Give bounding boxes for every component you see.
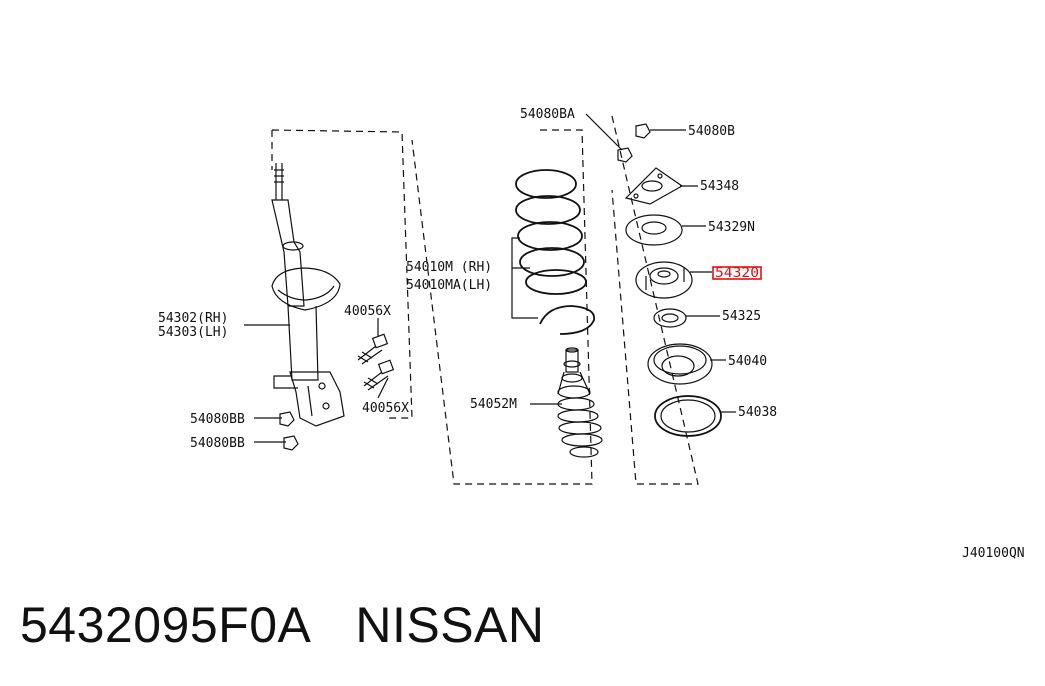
diagram-code: J40100QN xyxy=(962,546,1025,561)
label-mount-highlighted[interactable]: 54320 xyxy=(715,266,759,281)
label-nut-upper: 54080BB xyxy=(190,412,245,427)
label-strut-lh: 54303(LH) xyxy=(158,325,228,340)
label-nut-top-a: 54080BA xyxy=(520,107,575,122)
upper-insulator xyxy=(625,214,683,246)
nut-lower xyxy=(283,435,299,451)
label-spring-rh: 54010M (RH) xyxy=(406,260,492,275)
bump-stop-boot xyxy=(557,347,603,458)
brand-name: NISSAN xyxy=(355,597,545,653)
label-bolt-lower: 40056X xyxy=(362,401,409,416)
label-plate: 54348 xyxy=(700,179,739,194)
spring-group-outline xyxy=(411,129,593,485)
label-strut-rh: 54302(RH) xyxy=(158,311,228,326)
label-bumper: 54052M xyxy=(470,397,517,412)
part-number: 5432095F0A xyxy=(20,597,312,653)
label-insulator-upper: 54329N xyxy=(708,220,755,235)
seat-rubber xyxy=(654,395,722,437)
bolt-upper xyxy=(357,333,389,365)
label-nut-top-b: 54080B xyxy=(688,124,735,139)
label-seat: 54040 xyxy=(728,354,767,369)
nut-top-a xyxy=(617,147,633,163)
label-spring-lh: 54010MA(LH) xyxy=(406,278,492,293)
nut-top-b xyxy=(635,123,651,139)
nut-upper xyxy=(279,411,295,427)
strut-assembly xyxy=(271,163,345,427)
label-bearing: 54325 xyxy=(722,309,761,324)
spring-lower-ring xyxy=(539,305,595,335)
strut-mount xyxy=(635,261,693,299)
strut-group-outline xyxy=(271,129,413,419)
label-nut-lower: 54080BB xyxy=(190,436,245,451)
label-bolt-upper: 40056X xyxy=(344,304,391,319)
part-caption: 5432095F0A NISSAN xyxy=(20,596,545,654)
leader-lines xyxy=(244,113,736,443)
strut-bearing xyxy=(653,308,687,328)
mount-group-outline xyxy=(611,115,699,485)
upper-plate xyxy=(624,167,684,205)
label-seat-rubber: 54038 xyxy=(738,405,777,420)
bolt-lower xyxy=(363,359,395,391)
spring-seat xyxy=(647,343,713,385)
highlight-box xyxy=(712,266,762,280)
coil-spring xyxy=(515,169,587,295)
